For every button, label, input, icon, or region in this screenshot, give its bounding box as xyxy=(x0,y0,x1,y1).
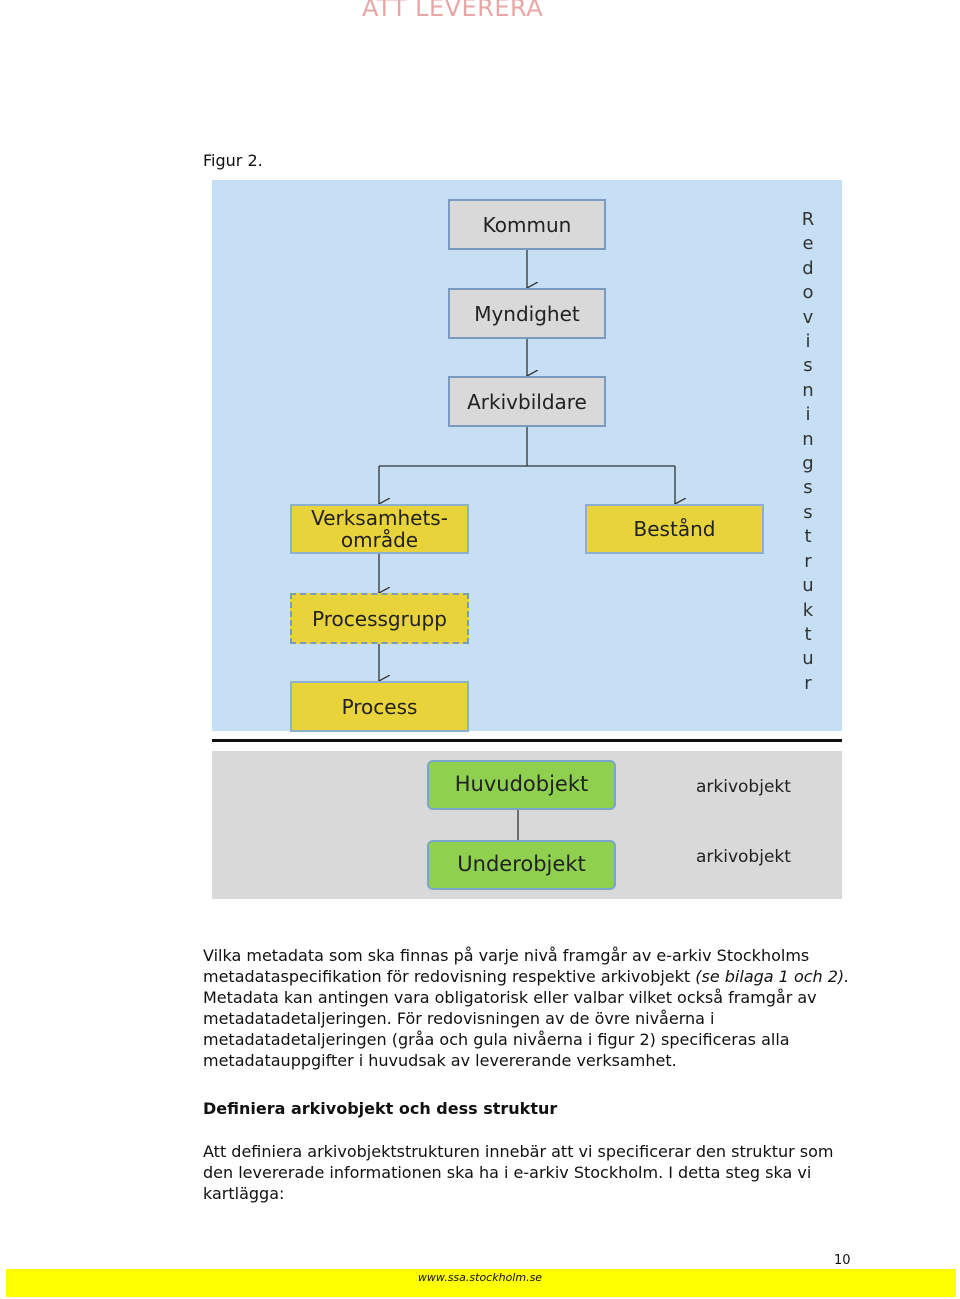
box-process: Process xyxy=(290,681,469,732)
vertical-letter: g xyxy=(802,453,814,475)
box-underobjekt: Underobjekt xyxy=(427,840,616,890)
box-myndighet: Myndighet xyxy=(448,288,606,339)
box-bestand: Bestånd xyxy=(585,504,764,554)
figure-caption: Figur 2. xyxy=(203,151,263,170)
connector-lines xyxy=(212,250,842,840)
vertical-letter: i xyxy=(805,404,811,426)
para1-part2: Metadata kan antingen vara obligatorisk … xyxy=(203,988,817,1070)
vertical-letter: s xyxy=(803,355,813,377)
header-title: ATT LEVERERA xyxy=(362,0,544,22)
structure-diagram: Kommun Myndighet Arkivbildare Verksamhet… xyxy=(212,180,842,900)
paragraph-metadata: Vilka metadata som ska finnas på varje n… xyxy=(203,945,853,1071)
footer-url[interactable]: www.ssa.stockholm.se xyxy=(417,1271,543,1284)
vertical-letter: n xyxy=(802,379,814,401)
vertical-letter: d xyxy=(802,257,814,279)
paragraph-definiera: Att definiera arkivobjektstrukturen inne… xyxy=(203,1142,834,1203)
diagram-divider xyxy=(212,739,842,742)
vertical-letter: o xyxy=(802,282,814,304)
vertical-letter: R xyxy=(801,209,815,230)
box-kommun: Kommun xyxy=(448,199,606,250)
verksamhet-line2: område xyxy=(340,528,419,552)
vertical-letter: n xyxy=(802,428,814,450)
box-processgrupp: Processgrupp xyxy=(290,593,469,644)
label-arkivobjekt-1: arkivobjekt xyxy=(696,777,791,797)
vertical-letter: s xyxy=(803,477,813,499)
vertical-letter: t xyxy=(804,623,812,645)
footer-bar xyxy=(6,1269,956,1297)
vertical-letter: e xyxy=(802,233,814,255)
box-huvudobjekt: Huvudobjekt xyxy=(427,760,616,810)
vertical-letter: r xyxy=(804,550,812,572)
box-verksamhetsomrade: Verksamhets- område xyxy=(290,504,469,554)
para1-italic: (se bilaga 1 och 2). xyxy=(695,967,850,986)
label-arkivobjekt-2: arkivobjekt xyxy=(696,847,791,867)
vertical-letter: k xyxy=(802,599,814,621)
page-number: 10 xyxy=(834,1253,851,1268)
verksamhet-line1: Verksamhets- xyxy=(311,506,448,530)
para1-part1: Vilka metadata som ska finnas på varje n… xyxy=(203,946,810,986)
vertical-letter: i xyxy=(805,331,811,353)
box-arkivbildare: Arkivbildare xyxy=(448,376,606,427)
vertical-letter: v xyxy=(802,306,814,328)
section-heading: Definiera arkivobjekt och dess struktur xyxy=(203,1099,558,1118)
vertical-letter: t xyxy=(804,526,812,548)
vertical-letter: u xyxy=(802,648,814,670)
vertical-letter: u xyxy=(802,575,814,597)
vertical-letter: s xyxy=(803,501,813,523)
vertical-letter: r xyxy=(804,672,812,694)
